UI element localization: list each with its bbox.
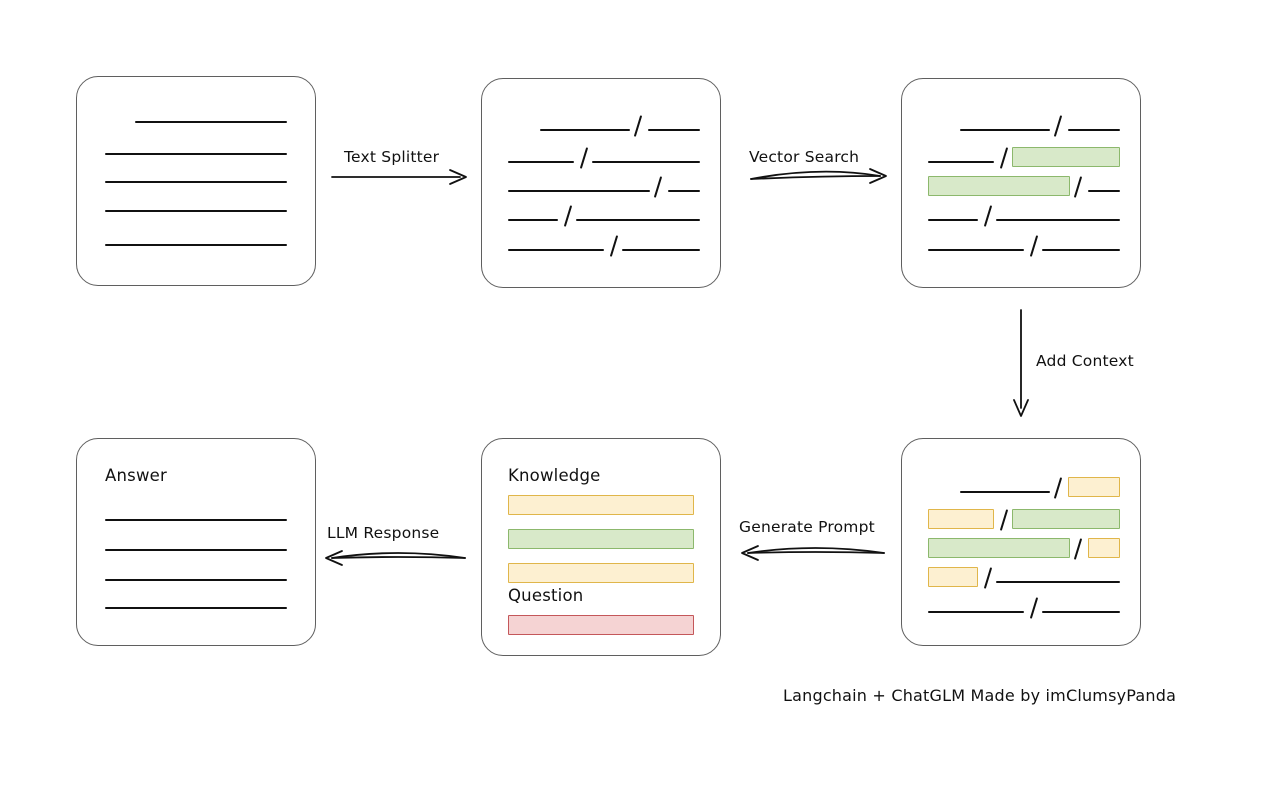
chunk-separator bbox=[653, 176, 662, 198]
edge-label-generate-prompt: Generate Prompt bbox=[739, 518, 875, 536]
node-vector-matches[interactable] bbox=[901, 78, 1141, 288]
chunk-separator bbox=[563, 205, 572, 227]
node-prompt[interactable]: Knowledge Question bbox=[481, 438, 721, 656]
chunk-separator bbox=[1029, 235, 1038, 257]
chunk-line bbox=[960, 129, 1050, 131]
chunk-separator bbox=[999, 509, 1008, 531]
question-bar-1 bbox=[508, 615, 694, 635]
chunk-separator bbox=[983, 205, 992, 227]
knowledge-label: Knowledge bbox=[508, 466, 601, 485]
chunk-separator bbox=[1073, 176, 1082, 198]
chunk-chip-green bbox=[928, 538, 1070, 558]
chunk-line bbox=[592, 161, 700, 163]
answer-line bbox=[105, 607, 287, 609]
answer-line bbox=[105, 519, 287, 521]
answer-line bbox=[105, 549, 287, 551]
node-answer[interactable]: Answer bbox=[76, 438, 316, 646]
chunk-line bbox=[622, 249, 700, 251]
footer-credit: Langchain + ChatGLM Made by imClumsyPand… bbox=[783, 686, 1177, 705]
chunk-line bbox=[996, 581, 1120, 583]
node-context-added[interactable] bbox=[901, 438, 1141, 646]
chunk-chip-yellow bbox=[1088, 538, 1120, 558]
doc-line bbox=[135, 121, 287, 123]
chunk-chip-green bbox=[1012, 509, 1120, 529]
chunk-separator bbox=[999, 147, 1008, 169]
chunk-line bbox=[928, 611, 1024, 613]
doc-line bbox=[105, 244, 287, 246]
arrow-vector-search bbox=[750, 168, 887, 184]
chunk-line bbox=[928, 219, 978, 221]
chunk-separator bbox=[579, 147, 588, 169]
knowledge-bar-1 bbox=[508, 495, 694, 515]
chunk-line bbox=[576, 219, 700, 221]
edge-label-vector-search: Vector Search bbox=[749, 148, 860, 166]
chunk-line bbox=[960, 491, 1050, 493]
chunk-separator bbox=[1029, 597, 1038, 619]
answer-label: Answer bbox=[105, 466, 167, 485]
arrow-add-context bbox=[1013, 309, 1029, 417]
edge-label-add-context: Add Context bbox=[1036, 352, 1134, 370]
knowledge-bar-2 bbox=[508, 529, 694, 549]
chunk-chip-green bbox=[1012, 147, 1120, 167]
node-split-chunks[interactable] bbox=[481, 78, 721, 288]
answer-line bbox=[105, 579, 287, 581]
chunk-separator bbox=[633, 115, 642, 137]
chunk-line bbox=[540, 129, 630, 131]
edge-label-llm-response: LLM Response bbox=[327, 524, 440, 542]
chunk-line bbox=[508, 190, 650, 192]
chunk-line bbox=[928, 161, 994, 163]
arrow-llm-response bbox=[325, 550, 466, 566]
chunk-line bbox=[508, 249, 604, 251]
question-label: Question bbox=[508, 586, 584, 605]
node-source-document[interactable] bbox=[76, 76, 316, 286]
doc-line bbox=[105, 181, 287, 183]
chunk-line bbox=[648, 129, 700, 131]
chunk-chip-yellow bbox=[1068, 477, 1120, 497]
chunk-line bbox=[1042, 249, 1120, 251]
chunk-line bbox=[668, 190, 700, 192]
knowledge-bar-3 bbox=[508, 563, 694, 583]
chunk-separator bbox=[1073, 538, 1082, 560]
chunk-line bbox=[996, 219, 1120, 221]
chunk-line bbox=[1042, 611, 1120, 613]
chunk-chip-green bbox=[928, 176, 1070, 196]
chunk-line bbox=[508, 219, 558, 221]
doc-line bbox=[105, 153, 287, 155]
arrow-generate-prompt bbox=[741, 545, 885, 561]
chunk-separator bbox=[983, 567, 992, 589]
chunk-line bbox=[508, 161, 574, 163]
chunk-line bbox=[1068, 129, 1120, 131]
arrow-text-splitter bbox=[331, 169, 467, 185]
chunk-chip-yellow bbox=[928, 567, 978, 587]
doc-line bbox=[105, 210, 287, 212]
chunk-separator bbox=[609, 235, 618, 257]
chunk-line bbox=[1088, 190, 1120, 192]
edge-label-text-splitter: Text Splitter bbox=[344, 148, 440, 166]
chunk-separator bbox=[1053, 477, 1062, 499]
chunk-chip-yellow bbox=[928, 509, 994, 529]
chunk-line bbox=[928, 249, 1024, 251]
chunk-separator bbox=[1053, 115, 1062, 137]
